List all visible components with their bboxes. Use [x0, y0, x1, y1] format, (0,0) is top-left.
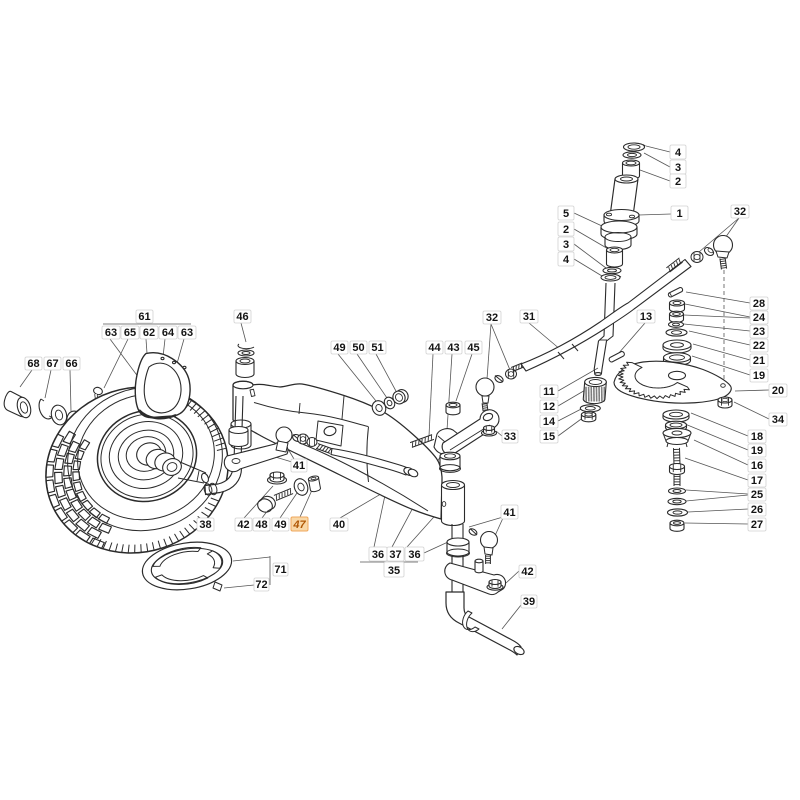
svg-text:43: 43	[447, 342, 459, 354]
svg-text:21: 21	[753, 355, 765, 367]
svg-text:49: 49	[274, 519, 286, 531]
svg-text:49: 49	[333, 342, 345, 354]
svg-text:61: 61	[138, 311, 150, 323]
svg-text:45: 45	[467, 342, 479, 354]
svg-text:47: 47	[292, 519, 306, 531]
svg-text:12: 12	[543, 401, 555, 413]
svg-text:68: 68	[27, 358, 39, 370]
svg-text:5: 5	[563, 208, 569, 220]
svg-text:19: 19	[753, 370, 765, 382]
svg-text:14: 14	[543, 416, 556, 428]
svg-text:11: 11	[543, 386, 555, 398]
svg-text:39: 39	[523, 596, 535, 608]
svg-text:31: 31	[523, 311, 535, 323]
svg-text:35: 35	[388, 565, 400, 577]
svg-text:23: 23	[753, 326, 765, 338]
svg-text:51: 51	[371, 342, 383, 354]
svg-text:3: 3	[563, 239, 569, 251]
svg-text:42: 42	[521, 566, 533, 578]
svg-text:36: 36	[372, 549, 384, 561]
svg-text:62: 62	[143, 327, 155, 339]
svg-text:26: 26	[751, 504, 763, 516]
svg-text:3: 3	[675, 162, 681, 174]
svg-text:42: 42	[237, 519, 249, 531]
svg-text:41: 41	[293, 460, 305, 472]
svg-text:63: 63	[105, 327, 117, 339]
svg-text:15: 15	[543, 431, 555, 443]
svg-text:19: 19	[751, 445, 763, 457]
svg-text:34: 34	[772, 414, 785, 426]
svg-text:2: 2	[675, 176, 681, 188]
svg-text:67: 67	[46, 358, 58, 370]
svg-text:32: 32	[486, 312, 498, 324]
svg-text:48: 48	[255, 519, 267, 531]
svg-text:25: 25	[751, 489, 763, 501]
svg-text:65: 65	[124, 327, 136, 339]
svg-text:2: 2	[563, 224, 569, 236]
svg-text:40: 40	[333, 519, 345, 531]
svg-text:66: 66	[65, 358, 77, 370]
svg-text:1: 1	[676, 208, 682, 220]
svg-text:46: 46	[236, 311, 248, 323]
svg-text:37: 37	[389, 549, 401, 561]
svg-text:33: 33	[504, 431, 516, 443]
svg-text:71: 71	[274, 564, 286, 576]
svg-text:28: 28	[753, 298, 765, 310]
svg-text:27: 27	[751, 519, 763, 531]
svg-text:4: 4	[563, 254, 570, 266]
svg-text:17: 17	[751, 475, 763, 487]
svg-text:36: 36	[408, 549, 420, 561]
svg-text:41: 41	[503, 507, 515, 519]
svg-text:32: 32	[734, 206, 746, 218]
svg-text:22: 22	[753, 340, 765, 352]
svg-text:4: 4	[675, 147, 682, 159]
svg-text:16: 16	[751, 460, 763, 472]
svg-text:24: 24	[753, 312, 766, 324]
svg-text:64: 64	[162, 327, 175, 339]
svg-text:72: 72	[255, 579, 267, 591]
svg-text:63: 63	[181, 327, 193, 339]
svg-text:20: 20	[772, 385, 784, 397]
svg-text:38: 38	[199, 519, 211, 531]
svg-text:44: 44	[428, 342, 441, 354]
svg-text:13: 13	[640, 311, 652, 323]
svg-text:18: 18	[751, 431, 763, 443]
svg-text:50: 50	[352, 342, 364, 354]
